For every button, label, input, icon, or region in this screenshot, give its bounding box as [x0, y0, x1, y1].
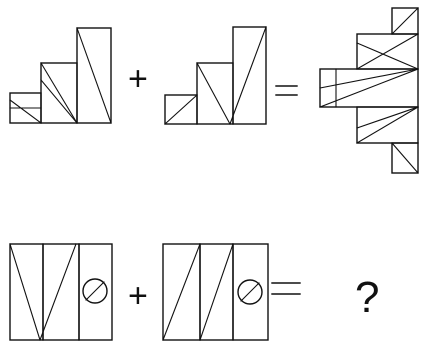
- slashed-circle-icon: [237, 279, 263, 305]
- panel-tall: [232, 26, 267, 125]
- equals-sign: [275, 85, 298, 96]
- panel-middle: [42, 243, 80, 341]
- question-figure-a: [9, 243, 113, 341]
- question-figure-b: [162, 243, 269, 341]
- panel-right: [232, 243, 269, 341]
- panel-bottom-square: [391, 142, 419, 174]
- plus-sign: +: [128, 277, 148, 315]
- panel-right: [78, 243, 113, 341]
- staircase-figure-b: [164, 26, 267, 125]
- panel-tall: [76, 27, 112, 124]
- equals-sign: [271, 282, 301, 295]
- slashed-circle-icon: [82, 278, 108, 304]
- result-figure: [319, 7, 419, 174]
- staircase-figure-a: [9, 27, 112, 124]
- plus-sign: +: [128, 60, 148, 98]
- panel-lower: [356, 106, 419, 144]
- question-mark: ?: [355, 273, 379, 322]
